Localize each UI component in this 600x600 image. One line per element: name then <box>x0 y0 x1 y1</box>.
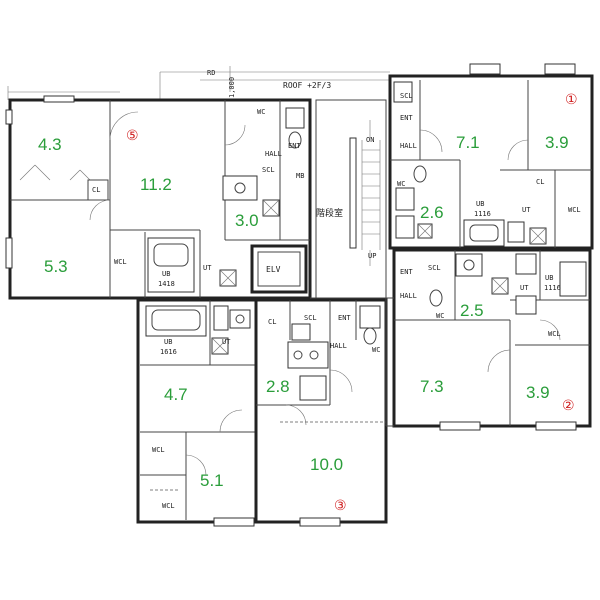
ub-size-u1: 1116 <box>474 210 491 218</box>
room-area-2-5: 2.5 <box>460 301 484 320</box>
wc-label-u5: WC <box>257 108 265 116</box>
room-area-4-3: 4.3 <box>38 135 62 154</box>
cl-label-u1: CL <box>536 178 544 186</box>
toilet-u5 <box>285 107 305 129</box>
room-area-7-3: 7.3 <box>420 377 444 396</box>
bathtub-u4 <box>145 305 207 337</box>
roof-line <box>7 66 390 100</box>
elevator-label: ELV <box>266 265 281 274</box>
kitchen-sink-u5 <box>222 175 258 201</box>
ub-label-u4: UB <box>164 338 172 346</box>
dimension-label: 1,000 <box>228 77 236 98</box>
ent-label-u5: ENT <box>288 142 301 150</box>
unit-5-walls <box>5 95 312 300</box>
unit-1-marker: ① <box>565 92 578 108</box>
ent-label-u1: ENT <box>400 114 413 122</box>
unit-3-walls <box>254 298 388 527</box>
stair-on-label: ON <box>366 136 374 144</box>
ub-label-u5: UB <box>162 270 170 278</box>
wcl-label-u2: WCL <box>548 330 561 338</box>
room-area-7-1: 7.1 <box>456 133 480 152</box>
hall-label-u5: HALL <box>265 150 282 158</box>
ut-label-u1: UT <box>522 206 531 214</box>
stairwell <box>315 99 387 299</box>
rd-label: RD <box>207 69 215 77</box>
wc-label-u1: WC <box>397 180 405 188</box>
wcl-label-u4-b: WCL <box>162 502 175 510</box>
bathtub-u1 <box>463 219 505 247</box>
wc-label-u2: WC <box>436 312 444 320</box>
bathtub-u5 <box>147 237 195 293</box>
elevator <box>250 244 308 294</box>
wc-label-u3: WC <box>372 346 380 354</box>
ub-size-u4: 1616 <box>160 348 177 356</box>
room-area-4-7: 4.7 <box>164 385 188 404</box>
unit-5-marker: ⑤ <box>126 128 139 144</box>
scl-label-u1: SCL <box>400 92 413 100</box>
ub-size-u5: 1418 <box>158 280 175 288</box>
cl-label-u5: CL <box>92 186 100 194</box>
room-area-3-9-bottom: 3.9 <box>526 383 550 402</box>
ub-label-u1: UB <box>476 200 484 208</box>
cl-label-u3: CL <box>268 318 276 326</box>
ent-label-u3: ENT <box>338 314 351 322</box>
kitchen-u3 <box>287 341 329 369</box>
wcl-label-u5: WCL <box>114 258 127 266</box>
unit-2-walls <box>392 248 592 431</box>
wcl-label-u4-a: WCL <box>152 446 165 454</box>
wcl-label-u1: WCL <box>568 206 581 214</box>
ut-label-u5: UT <box>203 264 212 272</box>
mb-label-u5: MB <box>296 172 304 180</box>
ub-size-u2: 1116 <box>544 284 561 292</box>
stair-up-label: UP <box>368 252 376 260</box>
scl-label-u5: SCL <box>262 166 275 174</box>
scl-label-u2: SCL <box>428 264 441 272</box>
hall-label-u1: HALL <box>400 142 417 150</box>
unit-3-marker: ③ <box>334 498 347 514</box>
ut-label-u4: UT <box>222 338 231 346</box>
scl-label-u3: SCL <box>304 314 317 322</box>
ent-label-u2: ENT <box>400 268 413 276</box>
room-area-5-3: 5.3 <box>44 257 68 276</box>
room-area-3-9-top: 3.9 <box>545 133 569 152</box>
ut-label-u2: UT <box>520 284 529 292</box>
room-area-3-0: 3.0 <box>235 211 259 230</box>
room-area-11-2: 11.2 <box>140 175 172 194</box>
room-area-5-1: 5.1 <box>200 471 224 490</box>
unit-1-walls <box>388 63 594 250</box>
ub-label-u2: UB <box>545 274 553 282</box>
corridor <box>310 297 394 427</box>
room-area-10-0: 10.0 <box>310 455 343 474</box>
unit-2-marker: ② <box>562 398 575 414</box>
bathtub-u2 <box>559 261 587 297</box>
roof-label: ROOF +2F/3 <box>283 81 331 90</box>
hall-label-u3: HALL <box>330 342 347 350</box>
room-area-2-8: 2.8 <box>266 377 290 396</box>
stairwell-label: 階段室 <box>316 207 343 219</box>
room-area-2-6: 2.6 <box>420 203 444 222</box>
hall-label-u2: HALL <box>400 292 417 300</box>
